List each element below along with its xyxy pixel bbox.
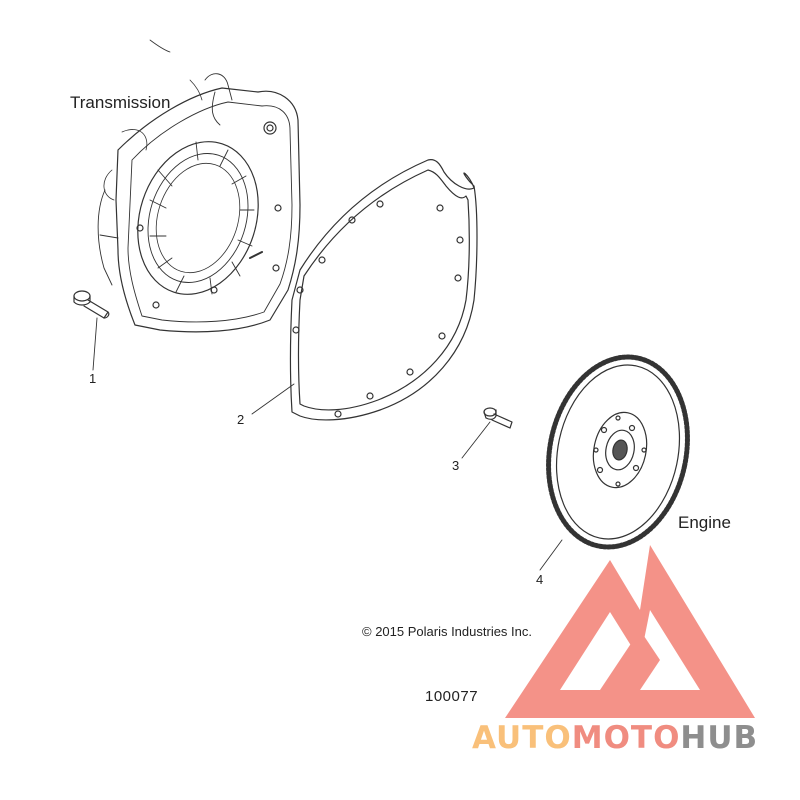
gasket-2 <box>251 159 478 421</box>
watermark-part-1: AUTO <box>472 720 572 756</box>
bolt-3 <box>461 407 513 459</box>
callout-4: 4 <box>536 572 544 587</box>
watermark-logo-icon <box>505 545 755 718</box>
watermark-text: AUTOMOTOHUB <box>472 720 758 756</box>
engine-label: Engine <box>678 513 731 532</box>
watermark-part-3: HUB <box>680 720 759 756</box>
callout-1: 1 <box>89 371 97 386</box>
figure-number: 100077 <box>425 688 479 705</box>
watermark-part-2: MOTO <box>571 720 681 756</box>
transmission-label: Transmission <box>70 93 171 112</box>
callout-2: 2 <box>237 412 245 427</box>
copyright-text: © 2015 Polaris Industries Inc. <box>362 624 532 639</box>
callout-3: 3 <box>452 458 460 473</box>
transmission-housing <box>97 39 301 333</box>
bolt-1 <box>73 290 110 371</box>
flywheel-4 <box>539 354 690 571</box>
